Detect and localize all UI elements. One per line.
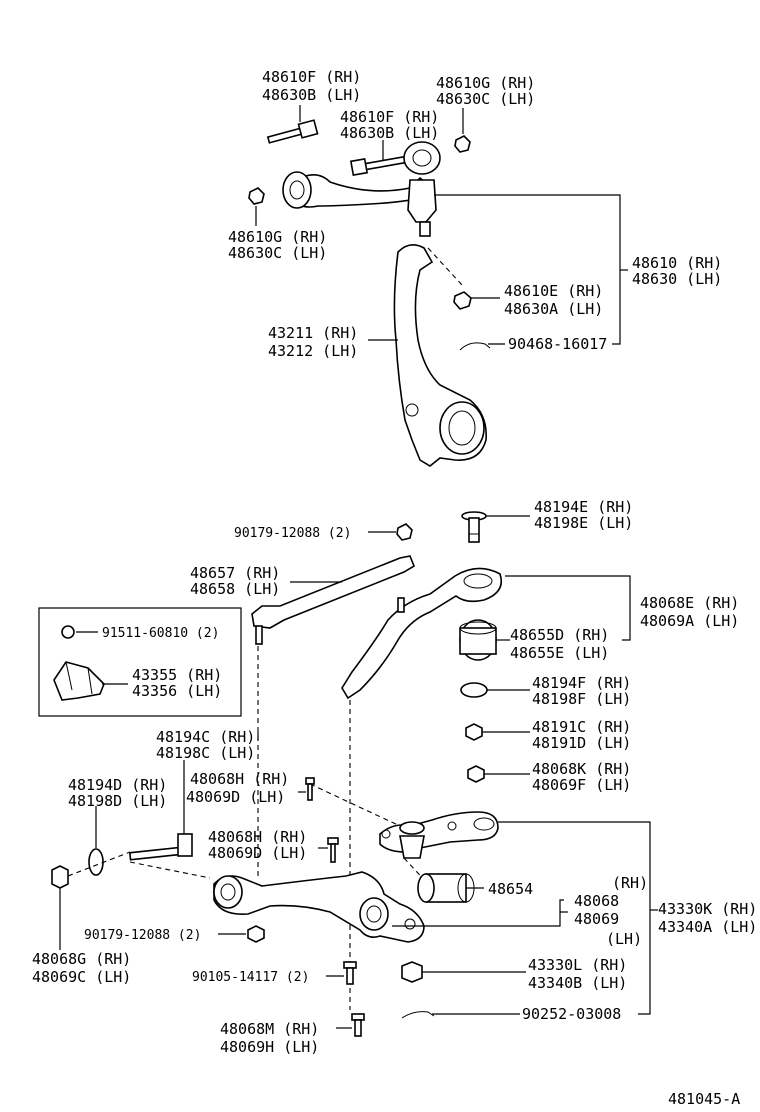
bolt-h1-part <box>305 777 315 801</box>
label-bolt-e-rh: 48194E (RH) <box>534 498 633 516</box>
lower-nut-bottom-part <box>247 925 265 943</box>
bolt-h2-part <box>327 837 339 863</box>
label-nut-g-rh: 48068G (RH) <box>32 950 131 968</box>
label-bolt-m-lh: 48069H (LH) <box>220 1038 319 1056</box>
upper-arm-part <box>282 141 441 237</box>
label-bolt-small: 90105-14117 (2) <box>192 970 309 985</box>
label-nut-c-rh: 48610E (RH) <box>504 282 603 300</box>
ball-joint-part <box>379 811 499 859</box>
lower-nut-top-part <box>396 523 413 541</box>
upper-bolt-a-part <box>266 119 319 144</box>
label-bolt-b-rh: 48610F (RH) <box>340 108 439 126</box>
strut-rod-part <box>251 555 415 645</box>
label-nut-c-lh: 48630A (LH) <box>504 300 603 318</box>
knuckle-part <box>393 244 487 467</box>
label-inset-nut: 91511-60810 (2) <box>102 626 219 641</box>
label-arm-rh: 48610 (RH) <box>632 254 722 272</box>
label-ball-joint-rh: 43330K (RH) <box>658 900 757 918</box>
inset-bracket-part <box>53 661 105 701</box>
label-knuckle-lh: 43212 (LH) <box>268 342 358 360</box>
nut-k-part <box>467 765 485 783</box>
cotter-part <box>401 1011 435 1019</box>
label-lower-arm-rh: (RH) <box>612 874 648 892</box>
figure-code: 481045-A <box>668 1090 740 1108</box>
label-bolt-m-rh: 48068M (RH) <box>220 1020 319 1038</box>
label-washer-f-rh: 48194F (RH) <box>532 674 631 692</box>
upper-nut-a-part <box>454 135 471 153</box>
label-bolt-h2-lh: 48069D (LH) <box>208 844 307 862</box>
label-lower-arm-num-rh: 48068 <box>574 892 619 910</box>
label-inset-bracket-lh: 43356 (LH) <box>132 682 222 700</box>
label-inset-bracket-rh: 43355 (RH) <box>132 666 222 684</box>
label-bolt-d-lh: 48198D (LH) <box>68 792 167 810</box>
label-washer-f-lh: 48198F (LH) <box>532 690 631 708</box>
label-nut-a-rh: 48610G (RH) <box>436 74 535 92</box>
label-bolt-a-lh: 48630B (LH) <box>262 86 361 104</box>
label-nut-top: 90179-12088 (2) <box>234 526 351 541</box>
label-nut-cd-lh: 48191D (LH) <box>532 734 631 752</box>
lower-arm-part <box>213 871 425 943</box>
label-nut-a-lh: 48630C (LH) <box>436 90 535 108</box>
bolt-m-part <box>351 1013 365 1037</box>
label-nut-g-lh: 48069C (LH) <box>32 968 131 986</box>
label-nut-l-rh: 43330L (RH) <box>528 956 627 974</box>
label-bolt-d-rh: 48194D (RH) <box>68 776 167 794</box>
bushing-part <box>417 873 475 903</box>
label-bolt-b-lh: 48630B (LH) <box>340 124 439 142</box>
label-lower-arm-lh: (LH) <box>606 930 642 948</box>
label-nut-b-rh: 48610G (RH) <box>228 228 327 246</box>
lower-front-arm-part <box>341 567 503 700</box>
label-nut-k-lh: 48069F (LH) <box>532 776 631 794</box>
washer-d-part <box>88 848 104 876</box>
label-bolt-a-rh: 48610F (RH) <box>262 68 361 86</box>
upper-bolt-b-part <box>349 154 414 177</box>
label-bolt-c-rh: 48194C (RH) <box>156 728 255 746</box>
label-nut-b-lh: 48630C (LH) <box>228 244 327 262</box>
label-bushing-d-rh: 48655D (RH) <box>510 626 609 644</box>
label-bolt-h2-rh: 48068H (RH) <box>208 828 307 846</box>
label-strut-rod-lh: 48658 (LH) <box>190 580 280 598</box>
upper-pin-part <box>459 342 491 351</box>
upper-nut-c-part <box>453 291 472 310</box>
inset-box <box>38 607 242 717</box>
bushing-d-part <box>459 619 497 661</box>
bolt-c-part <box>128 833 193 861</box>
nut-g-part <box>51 865 69 889</box>
label-cotter: 90252-03008 <box>522 1005 621 1023</box>
label-nut-cd-rh: 48191C (RH) <box>532 718 631 736</box>
label-nut-bottom: 90179-12088 (2) <box>84 928 201 943</box>
label-front-arm-rh: 48068E (RH) <box>640 594 739 612</box>
nut-l-part <box>401 961 423 983</box>
label-bushing: 48654 <box>488 880 533 898</box>
bolt-e-part <box>461 511 487 543</box>
label-bolt-h1-lh: 48069D (LH) <box>186 788 285 806</box>
inset-nut-part <box>61 625 75 639</box>
label-bolt-c-lh: 48198C (LH) <box>156 744 255 762</box>
label-ball-joint-lh: 43340A (LH) <box>658 918 757 936</box>
label-arm-lh: 48630 (LH) <box>632 270 722 288</box>
label-front-arm-lh: 48069A (LH) <box>640 612 739 630</box>
label-bolt-h1-rh: 48068H (RH) <box>190 770 289 788</box>
nut-cd-part <box>465 723 483 741</box>
bolt-small-part <box>343 961 357 985</box>
label-knuckle-rh: 43211 (RH) <box>268 324 358 342</box>
label-nut-k-rh: 48068K (RH) <box>532 760 631 778</box>
upper-nut-b-part <box>248 187 265 205</box>
label-strut-rod-rh: 48657 (RH) <box>190 564 280 582</box>
washer-f-part <box>460 682 488 698</box>
label-bolt-e-lh: 48198E (LH) <box>534 514 633 532</box>
label-nut-l-lh: 43340B (LH) <box>528 974 627 992</box>
label-bushing-d-lh: 48655E (LH) <box>510 644 609 662</box>
label-lower-arm-num-lh: 48069 <box>574 910 619 928</box>
label-pin: 90468-16017 <box>508 335 607 353</box>
